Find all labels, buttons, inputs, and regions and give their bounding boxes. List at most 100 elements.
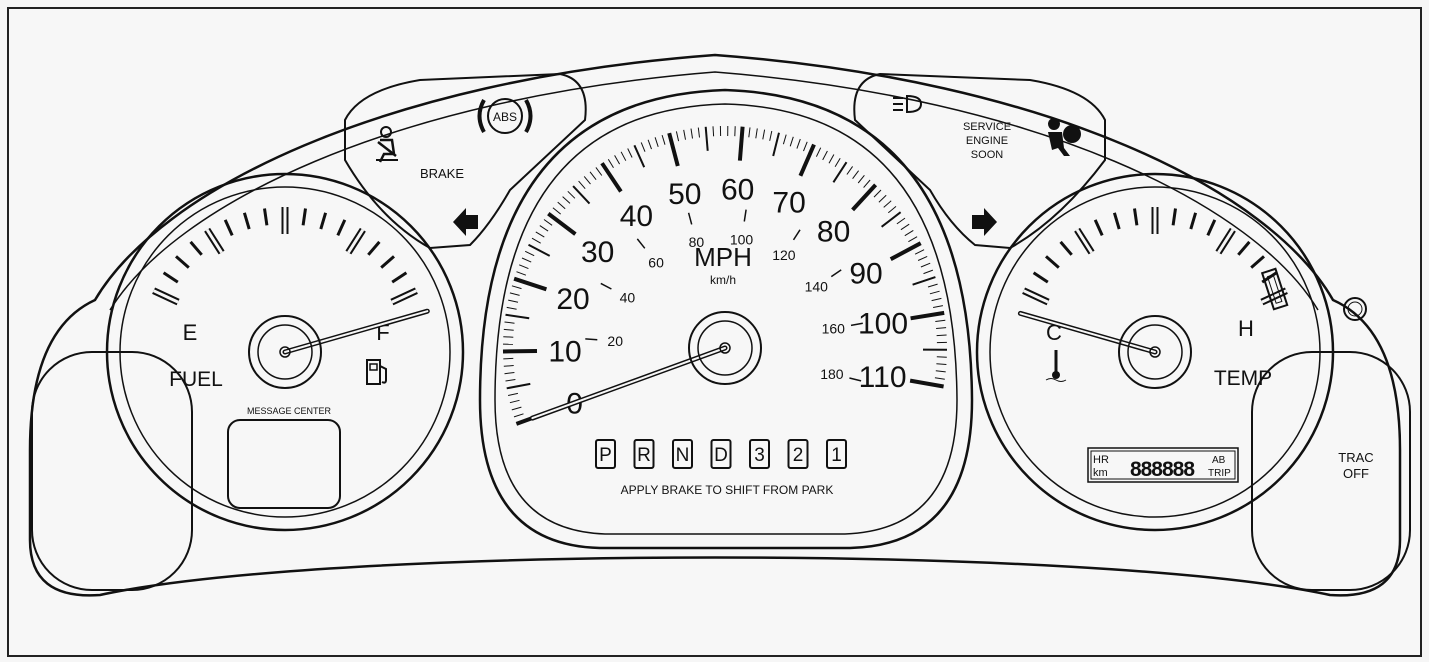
speedometer-tick xyxy=(822,150,828,161)
odometer-km-label: km xyxy=(1093,467,1108,479)
gauge-tick xyxy=(1206,219,1217,237)
gauge-tick xyxy=(189,240,203,256)
mph-unit-label: MPH xyxy=(694,242,752,272)
odometer-digits: 888888 xyxy=(1130,458,1195,481)
gauge-tick xyxy=(1171,208,1177,226)
gauge-tick-core xyxy=(1075,228,1093,254)
speedometer-tick xyxy=(589,171,597,181)
temp-gauge-bezel-inner xyxy=(989,186,1321,518)
gauge-tick-core xyxy=(1217,228,1235,254)
speedometer-kmh-tick xyxy=(743,209,747,222)
temp-hot-label: H xyxy=(1238,316,1254,341)
speedometer-tick xyxy=(828,154,835,164)
service-line-1: SERVICE xyxy=(963,121,1011,133)
speedometer-tick xyxy=(889,241,922,261)
speedometer-tick xyxy=(557,201,566,210)
gauge-tick xyxy=(367,240,381,256)
trac-off-button-icon[interactable] xyxy=(1343,297,1367,321)
speedometer-tick xyxy=(796,138,801,149)
speedometer-mph-label: 70 xyxy=(772,186,805,219)
speedometer-hub xyxy=(697,320,753,376)
speedometer-ticks xyxy=(502,125,948,426)
temp-gauge-hub-center xyxy=(1149,346,1161,358)
gauge-tick xyxy=(1112,212,1121,230)
speedometer-tick xyxy=(690,128,693,139)
gauge-tick xyxy=(1237,240,1251,256)
gauge-tick xyxy=(301,208,307,226)
seatbelt-icon xyxy=(376,126,398,163)
speedometer-kmh-tick xyxy=(600,282,612,290)
prndl-gear-3: 3 xyxy=(754,445,765,466)
speedometer-tick xyxy=(878,194,887,203)
gauge-tick xyxy=(162,271,179,284)
speedometer-tick xyxy=(667,132,680,167)
prndl-gear-2: 2 xyxy=(793,445,804,466)
speedometer-tick xyxy=(803,141,808,152)
speedometer-tick xyxy=(547,212,577,236)
fuel-title: FUEL xyxy=(169,368,223,391)
service-line-3: SOON xyxy=(971,149,1003,161)
speedometer-needle-core xyxy=(531,347,726,420)
speedometer-tick xyxy=(769,130,773,141)
temp-title: TEMP xyxy=(1214,367,1272,390)
speedometer-tick xyxy=(737,126,745,161)
speedometer-tick xyxy=(661,134,666,145)
speedometer-kmh-tick xyxy=(850,322,863,327)
prndl-gear-box xyxy=(595,439,616,469)
speedometer-kmh-label: 180 xyxy=(820,366,844,382)
speedometer-tick xyxy=(815,147,822,157)
prndl-gear-box xyxy=(633,439,655,469)
prndl-gear-box xyxy=(787,439,809,469)
speedometer-tick xyxy=(654,137,659,147)
speedometer-tick xyxy=(920,262,931,268)
trac-off-line-2: OFF xyxy=(1343,466,1369,481)
fuel-gauge-hub xyxy=(257,324,313,380)
speedometer-mph-label: 10 xyxy=(548,336,581,369)
speedometer-tick xyxy=(572,185,591,205)
speedometer-tick xyxy=(683,129,686,140)
speedometer-kmh-label: 120 xyxy=(772,247,796,263)
abs-icon: ABS xyxy=(477,98,533,134)
gauge-tick-core xyxy=(152,289,179,304)
speedometer-tick xyxy=(748,127,751,138)
speedometer-tick xyxy=(880,211,902,228)
gauge-tick xyxy=(263,208,269,226)
odometer-display: HR km 888888 AB TRIP xyxy=(1087,447,1239,483)
trac-off-line-1: TRAC xyxy=(1338,450,1373,465)
speedometer-tick xyxy=(896,217,906,225)
gauge-tick-core xyxy=(347,228,365,254)
cluster-bezel xyxy=(28,53,1402,597)
speedometer-tick xyxy=(934,377,945,380)
speedometer-hub-outer xyxy=(688,311,762,385)
gauge-tick xyxy=(1133,208,1139,226)
speedometer-tick xyxy=(511,285,522,290)
speedometer-tick xyxy=(697,127,700,138)
speedometer-tick xyxy=(505,313,530,320)
speedometer-tick xyxy=(900,223,910,231)
speedometer-tick xyxy=(567,190,576,199)
speedometer-tick xyxy=(508,299,519,303)
speedometer-tick xyxy=(912,276,936,286)
speedometer-tick xyxy=(772,132,780,157)
right-turn-signal-icon xyxy=(972,208,997,236)
speedometer-tick xyxy=(521,257,532,263)
speedometer-kmh-label: 100 xyxy=(730,231,754,247)
speedometer-tick xyxy=(578,180,586,190)
gauge-tick-core xyxy=(205,228,223,254)
speedometer-mph-labels: 0102030405060708090100110 xyxy=(548,174,908,421)
speedometer-tick xyxy=(782,134,787,145)
speedometer-tick xyxy=(620,151,627,161)
gauge-tick xyxy=(319,212,328,230)
gauge-tick-core xyxy=(1022,289,1049,304)
speedometer-tick xyxy=(511,406,522,411)
speedometer-tick xyxy=(846,166,854,175)
cluster-bezel-inner xyxy=(109,71,1319,311)
speedometer-mph-label: 40 xyxy=(620,200,653,233)
speedometer-tick xyxy=(704,126,709,151)
service-line-2: ENGINE xyxy=(966,135,1008,147)
speedometer-tick xyxy=(798,143,816,177)
speedometer-tick xyxy=(524,250,535,257)
speedometer-tick xyxy=(755,128,758,139)
temp-gauge-needle-core xyxy=(1019,312,1156,353)
speedometer-tick xyxy=(929,290,940,295)
